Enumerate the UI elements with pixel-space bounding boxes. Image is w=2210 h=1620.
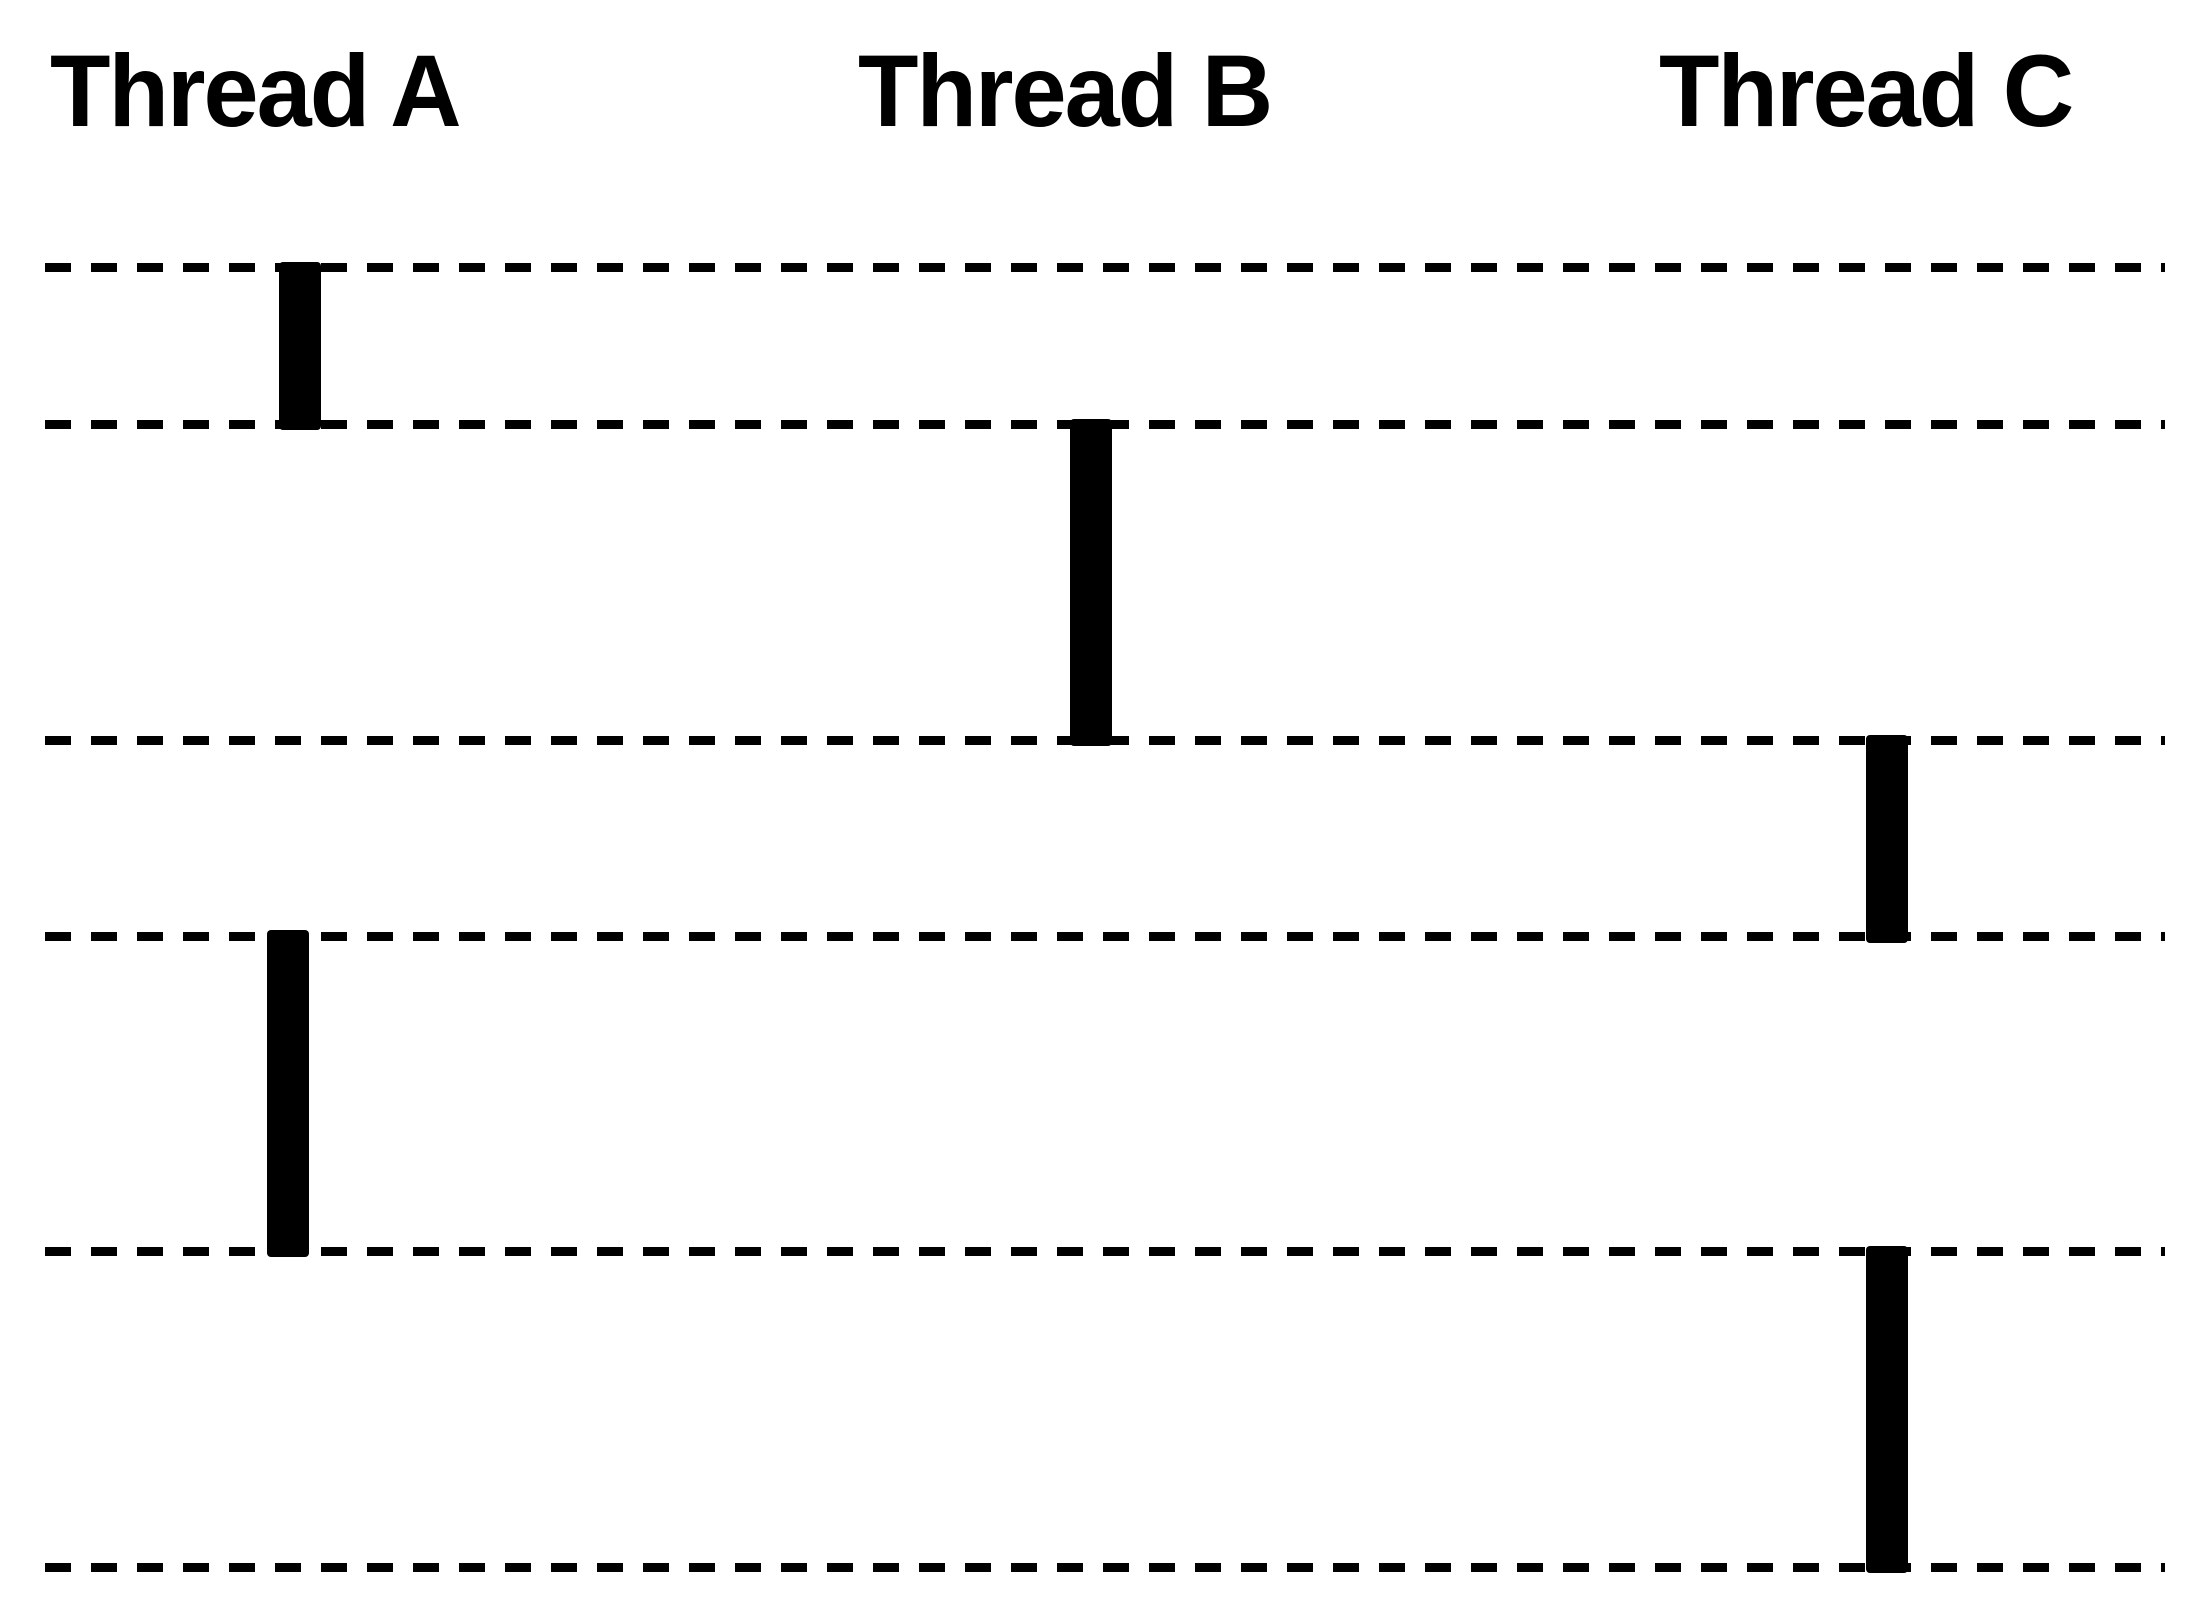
execution-bar-thread-c-second [1866, 1246, 1908, 1573]
thread-c-label: Thread C [1659, 34, 2074, 148]
context-switch-line-4 [45, 932, 2165, 941]
execution-bar-thread-a-second [267, 930, 309, 1257]
execution-bar-thread-b [1070, 419, 1112, 746]
context-switch-line-6 [45, 1563, 2165, 1572]
execution-bar-thread-a-first [279, 262, 321, 430]
context-switch-line-1 [45, 263, 2165, 272]
execution-bar-thread-c-first [1866, 735, 1908, 943]
thread-b-label: Thread B [858, 34, 1273, 148]
thread-a-label: Thread A [50, 34, 462, 148]
context-switch-line-5 [45, 1247, 2165, 1256]
